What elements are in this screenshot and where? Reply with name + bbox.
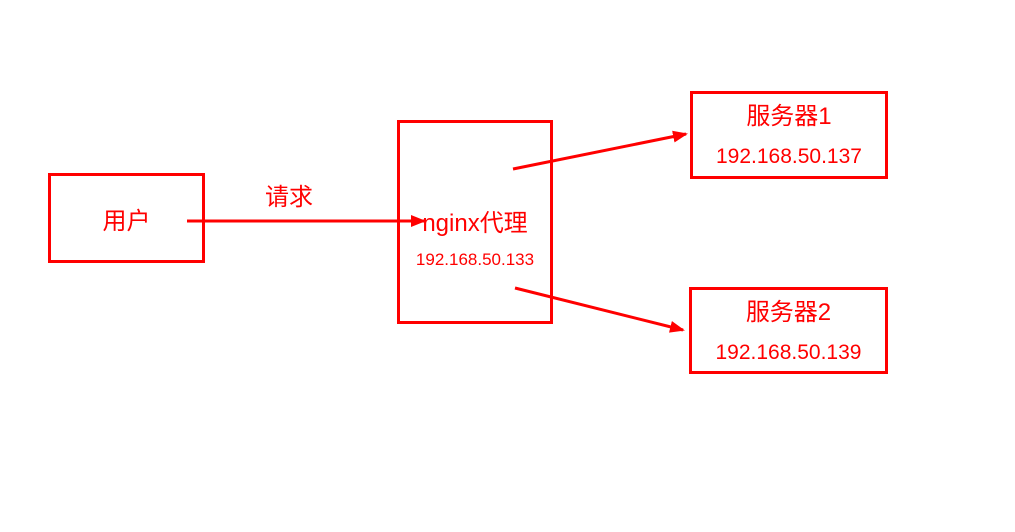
nginx-proxy-node: nginx代理 192.168.50.133 xyxy=(397,120,553,324)
user-node-label: 用户 xyxy=(102,207,151,235)
server2-ip: 192.168.50.139 xyxy=(715,341,862,364)
nginx-proxy-label: nginx代理 xyxy=(422,210,528,237)
nginx-proxy-ip: 192.168.50.133 xyxy=(415,250,535,269)
request-arrow-label: 请求 xyxy=(265,184,313,211)
user-node: 用户 xyxy=(48,173,205,263)
server1-ip: 192.168.50.137 xyxy=(716,145,862,168)
server1-node: 服务器1 192.168.50.137 xyxy=(690,91,888,179)
server2-node: 服务器2 192.168.50.139 xyxy=(689,287,888,374)
server1-label: 服务器1 xyxy=(746,103,832,130)
server2-label: 服务器2 xyxy=(745,299,832,326)
